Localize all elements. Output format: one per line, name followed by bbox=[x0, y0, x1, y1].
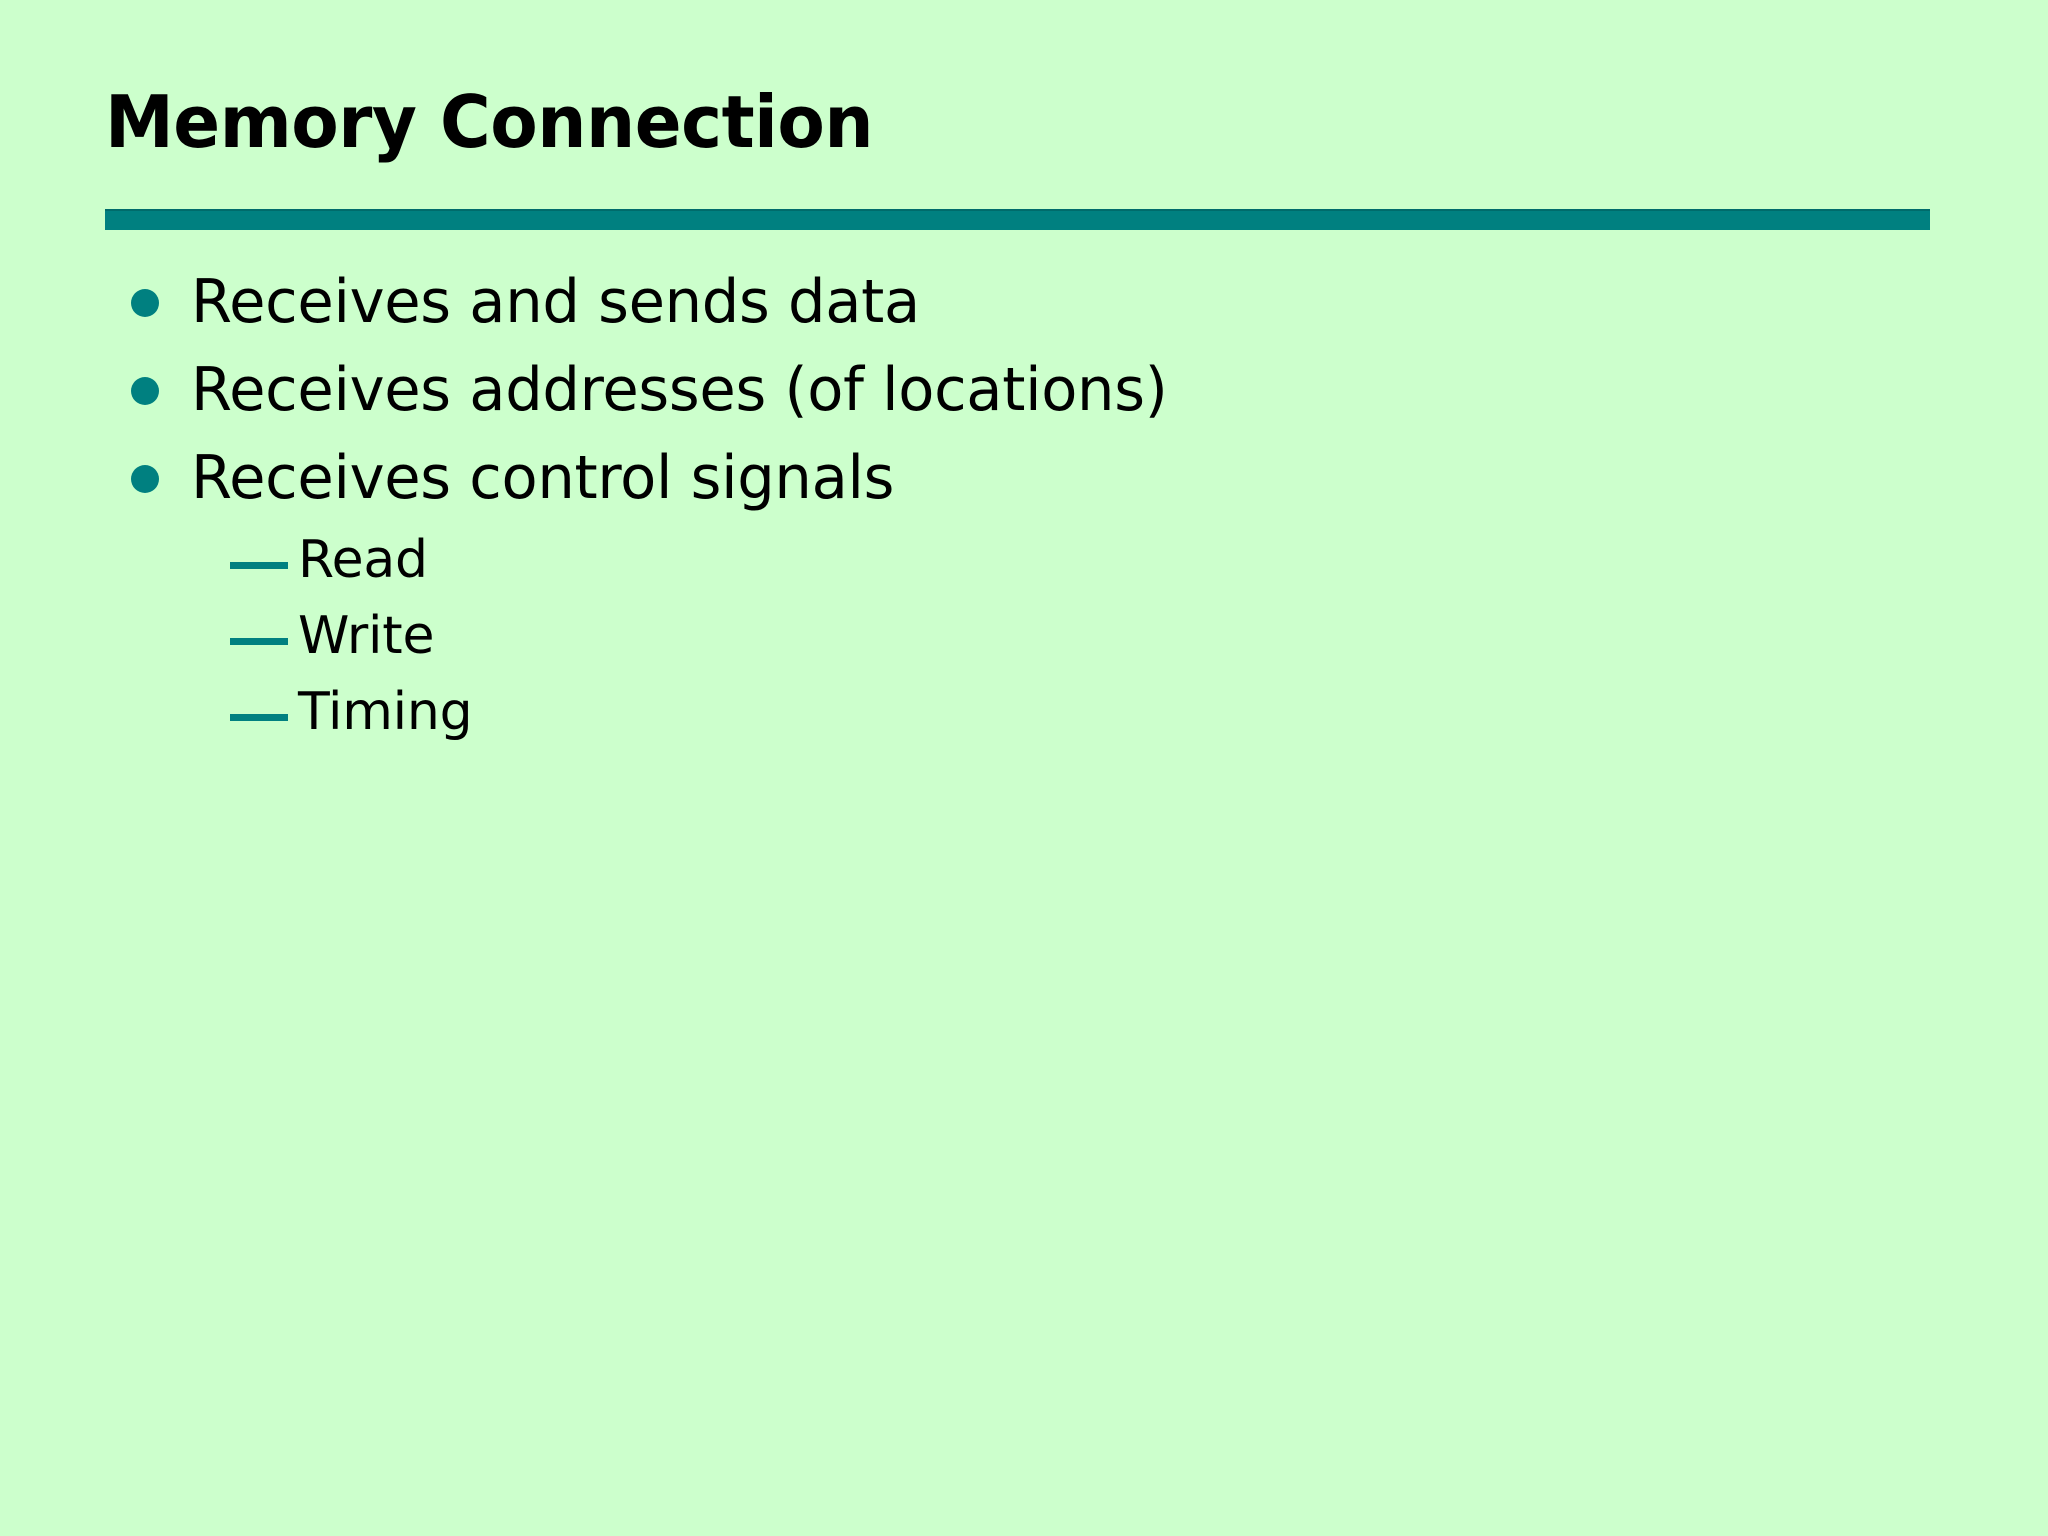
page-title: Memory Connection bbox=[105, 80, 874, 164]
em-dash-icon bbox=[230, 638, 288, 645]
em-dash-icon bbox=[230, 714, 288, 721]
sub-list-item: Read bbox=[105, 522, 1965, 598]
list-item-label: Receives control signals bbox=[191, 443, 895, 513]
bullet-dot-icon bbox=[131, 377, 159, 405]
slide-body-list: Receives and sends data Receives address… bbox=[105, 258, 1965, 750]
title-divider-rule bbox=[105, 209, 1930, 230]
sub-list-item-label: Write bbox=[298, 606, 435, 666]
bullet-dot-icon bbox=[131, 289, 159, 317]
list-item: Receives and sends data bbox=[105, 258, 1965, 346]
sub-list-item-label: Timing bbox=[298, 682, 473, 742]
sub-list-item: Write bbox=[105, 598, 1965, 674]
list-item-label: Receives addresses (of locations) bbox=[191, 355, 1168, 425]
sub-list-item-label: Read bbox=[298, 530, 428, 590]
list-item: Receives control signals bbox=[105, 434, 1965, 522]
slide-title-block: Memory Connection bbox=[105, 86, 1935, 158]
em-dash-icon bbox=[230, 562, 288, 569]
list-item: Receives addresses (of locations) bbox=[105, 346, 1965, 434]
bullet-dot-icon bbox=[131, 465, 159, 493]
sub-list-item: Timing bbox=[105, 674, 1965, 750]
list-item-label: Receives and sends data bbox=[191, 267, 920, 337]
